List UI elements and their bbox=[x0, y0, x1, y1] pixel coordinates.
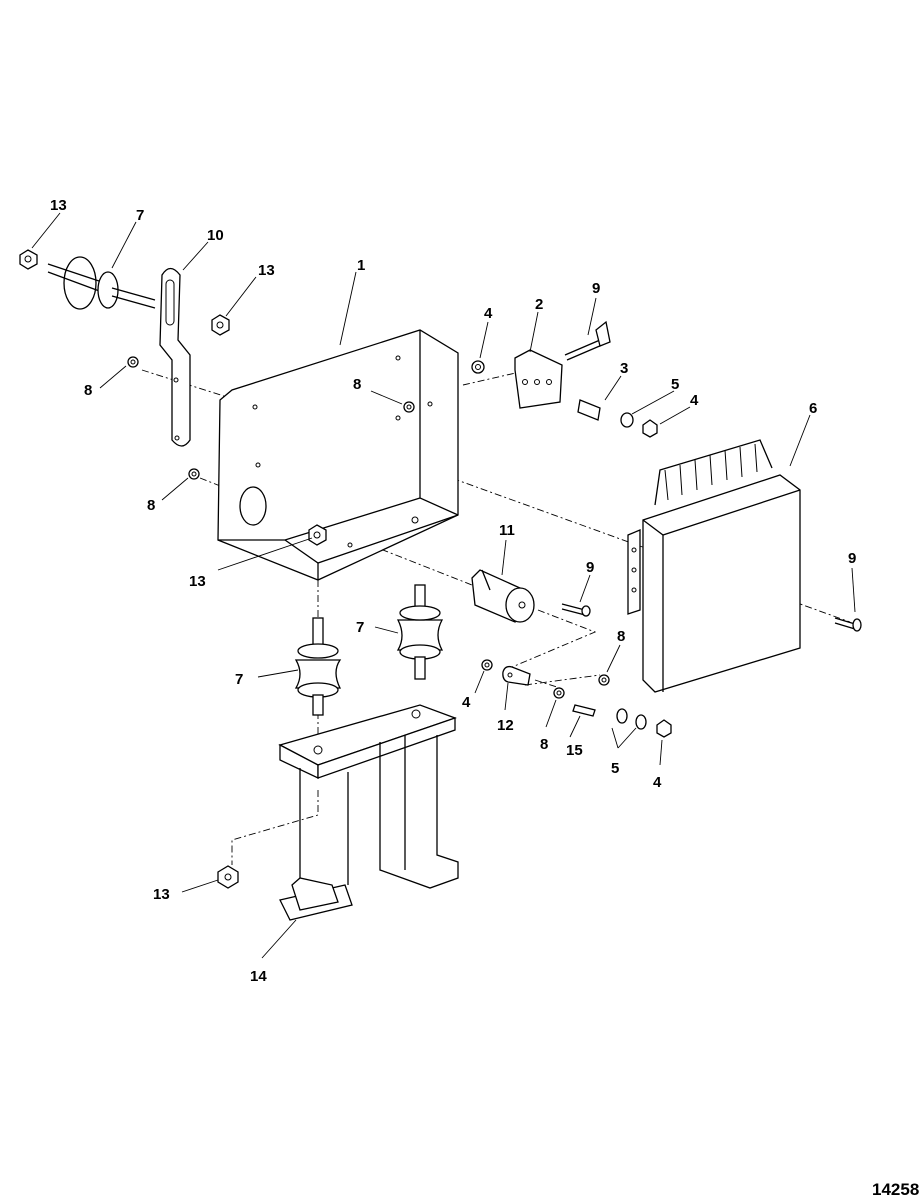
nut-4-upper-left bbox=[471, 360, 485, 374]
callout-8: 8 bbox=[540, 736, 548, 753]
bolt-9-upper bbox=[564, 320, 611, 361]
callout-13: 13 bbox=[258, 262, 275, 279]
bolt-9-middle bbox=[561, 603, 591, 617]
callout-9: 9 bbox=[848, 550, 856, 567]
callout-4: 4 bbox=[690, 392, 699, 409]
washer-5-upper bbox=[620, 412, 634, 428]
hex-nut-upper-left bbox=[19, 249, 38, 270]
callout-7: 7 bbox=[235, 671, 243, 688]
lower-vibration-mount-left bbox=[294, 617, 342, 716]
callout-8: 8 bbox=[147, 497, 155, 514]
callout-4: 4 bbox=[653, 774, 662, 791]
callout-8: 8 bbox=[84, 382, 92, 399]
callout-9: 9 bbox=[592, 280, 600, 297]
callout-3: 3 bbox=[620, 360, 628, 377]
small-bracket bbox=[514, 349, 563, 409]
callout-8: 8 bbox=[353, 376, 361, 393]
nut-4-middle bbox=[481, 659, 493, 671]
support-stand bbox=[278, 704, 459, 889]
capacitor bbox=[471, 569, 535, 623]
upper-vibration-mount bbox=[47, 256, 156, 310]
callout-6: 6 bbox=[809, 400, 817, 417]
callout-labels: 13 7 10 13 1 8 8 8 4 2 9 3 5 4 6 13 11 9… bbox=[50, 197, 856, 985]
callout-15: 15 bbox=[566, 742, 583, 759]
callout-12: 12 bbox=[497, 717, 514, 734]
leader-lines bbox=[31, 212, 856, 959]
callout-13: 13 bbox=[189, 573, 206, 590]
nut-4-upper-right bbox=[642, 419, 658, 438]
callout-4: 4 bbox=[462, 694, 471, 711]
lower-vibration-mount-right bbox=[396, 584, 444, 680]
callout-7: 7 bbox=[356, 619, 364, 636]
screw-15 bbox=[572, 704, 596, 717]
hex-nut-upper-right bbox=[211, 314, 230, 336]
washers-8 bbox=[127, 356, 610, 699]
callout-8: 8 bbox=[617, 628, 625, 645]
callout-5: 5 bbox=[671, 376, 679, 393]
callout-10: 10 bbox=[207, 227, 224, 244]
callout-2: 2 bbox=[535, 296, 543, 313]
slotted-strap bbox=[159, 267, 191, 447]
mounting-bracket bbox=[217, 329, 459, 581]
bolt-9-right bbox=[834, 617, 862, 632]
hex-nut-middle bbox=[308, 524, 327, 546]
callout-7: 7 bbox=[136, 207, 144, 224]
callout-13: 13 bbox=[153, 886, 170, 903]
washers-5-lower bbox=[616, 708, 647, 730]
callout-5: 5 bbox=[611, 760, 619, 777]
callout-14: 14 bbox=[250, 968, 267, 985]
figure-number: 14258 bbox=[872, 1180, 919, 1199]
callout-13: 13 bbox=[50, 197, 67, 214]
callout-11: 11 bbox=[499, 522, 515, 539]
nut-4-lower bbox=[656, 719, 672, 738]
control-module bbox=[627, 439, 801, 693]
foot-pad bbox=[279, 877, 353, 921]
callout-9: 9 bbox=[586, 559, 594, 576]
callout-4: 4 bbox=[484, 305, 493, 322]
spacer-3 bbox=[577, 399, 601, 421]
callout-1: 1 bbox=[357, 257, 365, 274]
hex-nut-lower bbox=[217, 865, 239, 889]
tab-bracket bbox=[502, 665, 531, 686]
